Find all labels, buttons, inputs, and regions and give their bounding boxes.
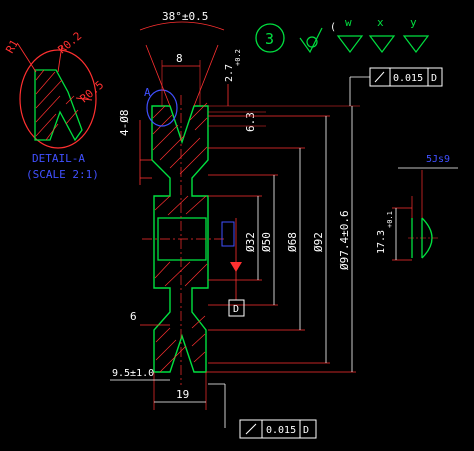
- keyway-view: 5Js9 17.3 +0.1: [376, 154, 458, 261]
- gdt-top-value: 0.015: [393, 73, 423, 84]
- gdt-top-datum: D: [431, 73, 437, 84]
- width-dim: 19: [176, 388, 189, 401]
- svg-text:(: (: [330, 22, 336, 33]
- finish-y: y: [410, 16, 417, 29]
- bore-dim: Ø32: [244, 232, 257, 252]
- groove-depth-dim: 2.7: [224, 64, 235, 82]
- section-hatch: [152, 102, 208, 373]
- detail-r1-label: R1: [3, 38, 21, 56]
- top-width-dim: 8: [176, 52, 183, 65]
- datum-label: D: [233, 304, 239, 315]
- gdt-bottom-frame: 0.015 D: [208, 383, 317, 439]
- detail-hatch: [35, 69, 79, 141]
- outer-dim: Ø97.4±0.6: [338, 210, 351, 270]
- finish-x: x: [377, 16, 384, 29]
- web-dim: Ø68: [286, 232, 299, 252]
- keyway-width-dim: 5Js9: [426, 154, 450, 165]
- datum-box: [228, 299, 245, 317]
- detail-marker-label: A: [144, 86, 151, 99]
- finish-symbols: [299, 27, 430, 54]
- hole-dim: 4-Ø8: [118, 110, 131, 137]
- detail-scale: (SCALE 2:1): [26, 168, 99, 181]
- pitch-dim: Ø92: [312, 232, 325, 252]
- left-dim: 6: [130, 310, 137, 323]
- detail-title: DETAIL-A: [32, 152, 85, 165]
- rim-dim: 6.3: [244, 112, 257, 132]
- keyway-depth-dim: 17.3: [376, 230, 387, 254]
- hub-dim: Ø50: [260, 232, 273, 252]
- groove-depth-tol: +0.2: [234, 49, 242, 66]
- gdt-top-frame: 0.015 D: [349, 67, 443, 106]
- gdt-bottom-value: 0.015: [266, 425, 296, 436]
- detail-profile: [34, 69, 83, 142]
- detail-r05-label: R0.5: [78, 78, 107, 105]
- angle-dim: 38°±0.5: [162, 10, 208, 23]
- gdt-bottom-datum: D: [303, 425, 309, 436]
- datum-triangle: [230, 262, 242, 272]
- note-circle: [255, 23, 285, 53]
- note-number: 3: [265, 30, 274, 48]
- bottom-offset-dim: 9.5±1.0: [112, 368, 154, 379]
- detail-circle: [19, 49, 97, 149]
- keyway-depth-tol: +0.1: [386, 211, 394, 228]
- finish-w: w: [345, 16, 352, 29]
